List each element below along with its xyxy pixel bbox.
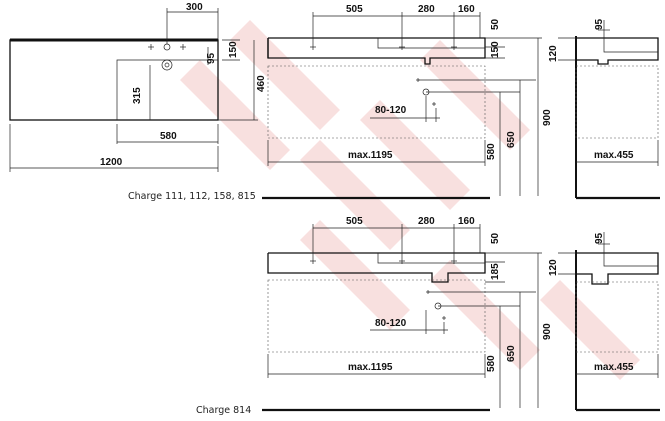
waste-icon xyxy=(161,59,173,71)
tap-holes-top xyxy=(310,44,457,50)
dim-side-95-bottom: 95 xyxy=(594,232,605,244)
dim-side-max-depth-bottom: max.455 xyxy=(594,362,634,373)
dim-hole-3-top: 160 xyxy=(458,4,475,15)
dim-hole-2-bottom: 280 xyxy=(418,216,435,227)
dim-650-bottom: 650 xyxy=(506,345,517,362)
dim-overall-depth: 460 xyxy=(256,75,267,92)
dim-max-width-bottom: max.1195 xyxy=(348,362,393,373)
dim-hole-1-bottom: 505 xyxy=(346,216,363,227)
plan-view: 300 150 95 460 315 580 1200 xyxy=(9,2,267,172)
cabinet-outline-top xyxy=(267,65,486,139)
dim-tap-offset: 300 xyxy=(186,2,203,13)
dim-tap-hole-depth: 95 xyxy=(206,52,217,64)
dim-bowl-width: 580 xyxy=(160,131,177,142)
front-view-bottom: 505 280 160 50 185 80-120 580 650 900 xyxy=(267,216,553,408)
dim-bowl-depth: 315 xyxy=(132,87,143,104)
dim-max-width-top: max.1195 xyxy=(348,150,393,161)
dim-rim-height-bottom: 185 xyxy=(490,263,501,280)
tap-holes-bottom xyxy=(310,258,457,264)
cabinet-side-bottom xyxy=(575,281,659,353)
dim-side-max-depth-top: max.455 xyxy=(594,150,634,161)
dim-side-95-top: 95 xyxy=(594,18,605,30)
dim-650-top: 650 xyxy=(506,131,517,148)
dim-waste-range-bottom: 80-120 xyxy=(375,318,407,329)
dim-900-bottom: 900 xyxy=(542,323,553,340)
dim-hole-3-bottom: 160 xyxy=(458,216,475,227)
dim-overall-width: 1200 xyxy=(100,157,123,168)
dim-side-120-top: 120 xyxy=(548,45,559,62)
side-view-top: 95 120 max.455 xyxy=(548,18,660,200)
side-view-bottom: 95 120 max.455 xyxy=(548,232,660,412)
plan-bowl xyxy=(116,59,218,120)
dim-side-120-bottom: 120 xyxy=(548,259,559,276)
caption-bottom: Charge 814 xyxy=(196,405,251,416)
front-view-top: 505 280 160 50 150 80-120 580 650 900 xyxy=(267,4,553,196)
caption-top: Charge 111, 112, 158, 815 xyxy=(128,191,256,202)
cabinet-side-top xyxy=(575,65,659,139)
waste-symbol-bottom xyxy=(426,290,446,320)
dim-hole-2-top: 280 xyxy=(418,4,435,15)
tap-hole-icon xyxy=(163,43,171,51)
dim-hole-1-top: 505 xyxy=(346,4,363,15)
dim-580-bottom: 580 xyxy=(486,355,497,372)
dim-rim-depth: 150 xyxy=(228,41,239,58)
dim-hole-height-top: 50 xyxy=(490,18,501,30)
dim-rim-height-top: 150 xyxy=(490,41,501,58)
dim-580-top: 580 xyxy=(486,143,497,160)
cabinet-outline-bottom xyxy=(267,279,486,353)
dim-900-top: 900 xyxy=(542,109,553,126)
dim-waste-range-top: 80-120 xyxy=(375,105,407,116)
dim-hole-height-bottom: 50 xyxy=(490,232,501,244)
